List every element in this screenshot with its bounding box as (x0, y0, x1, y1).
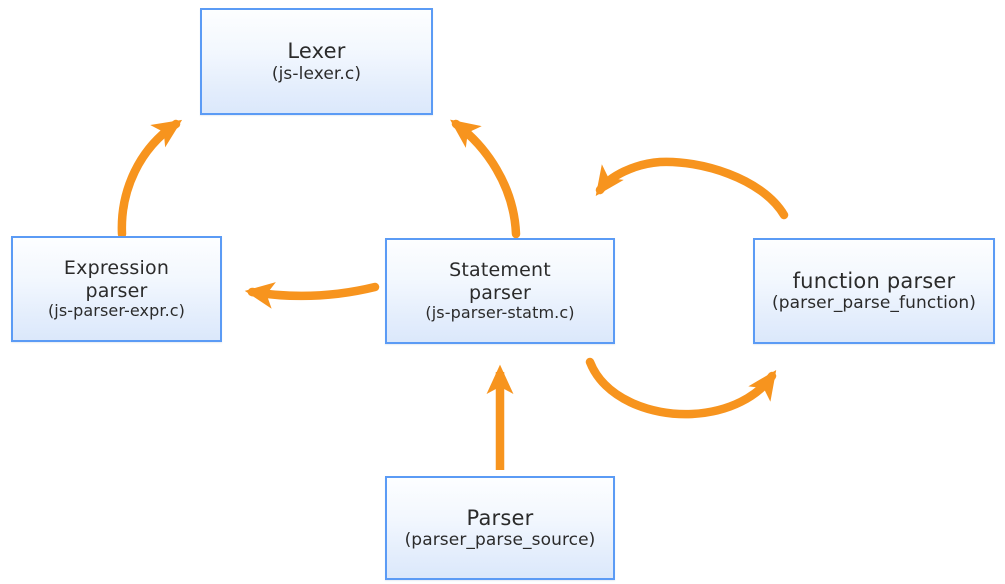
node-expression-parser-title: Expression (63, 257, 170, 280)
node-parser-title: Parser (466, 505, 534, 530)
node-expression-parser-subtitle: (js-parser-expr.c) (47, 300, 186, 320)
node-parser[interactable]: Parser (parser_parse_source) (385, 476, 615, 580)
node-statement-parser[interactable]: Statement parser (js-parser-statm.c) (385, 238, 615, 344)
node-expression-parser-title-line2: parser (85, 279, 148, 302)
node-lexer[interactable]: Lexer (js-lexer.c) (200, 8, 433, 115)
node-expression-parser[interactable]: Expression parser (js-parser-expr.c) (11, 236, 222, 342)
node-function-parser[interactable]: function parser (parser_parse_function) (753, 238, 995, 344)
arrow-statement-parser-to-function-parser (585, 357, 777, 419)
node-function-parser-subtitle: (parser_parse_function) (771, 293, 977, 314)
node-parser-subtitle: (parser_parse_source) (404, 530, 596, 551)
node-function-parser-title: function parser (792, 268, 956, 293)
node-lexer-subtitle: (js-lexer.c) (271, 63, 362, 84)
arrow-function-parser-to-statement-parser (595, 157, 789, 220)
node-lexer-title: Lexer (287, 39, 346, 64)
node-statement-parser-title: Statement (449, 259, 551, 282)
arrow-expression-parser-to-lexer (117, 119, 183, 239)
node-statement-parser-title-line2: parser (468, 281, 532, 304)
arrow-statement-parser-to-lexer (450, 119, 521, 239)
node-statement-parser-subtitle: (js-parser-statm.c) (425, 302, 575, 322)
arrow-statement-parser-to-expression-parser (244, 282, 380, 309)
